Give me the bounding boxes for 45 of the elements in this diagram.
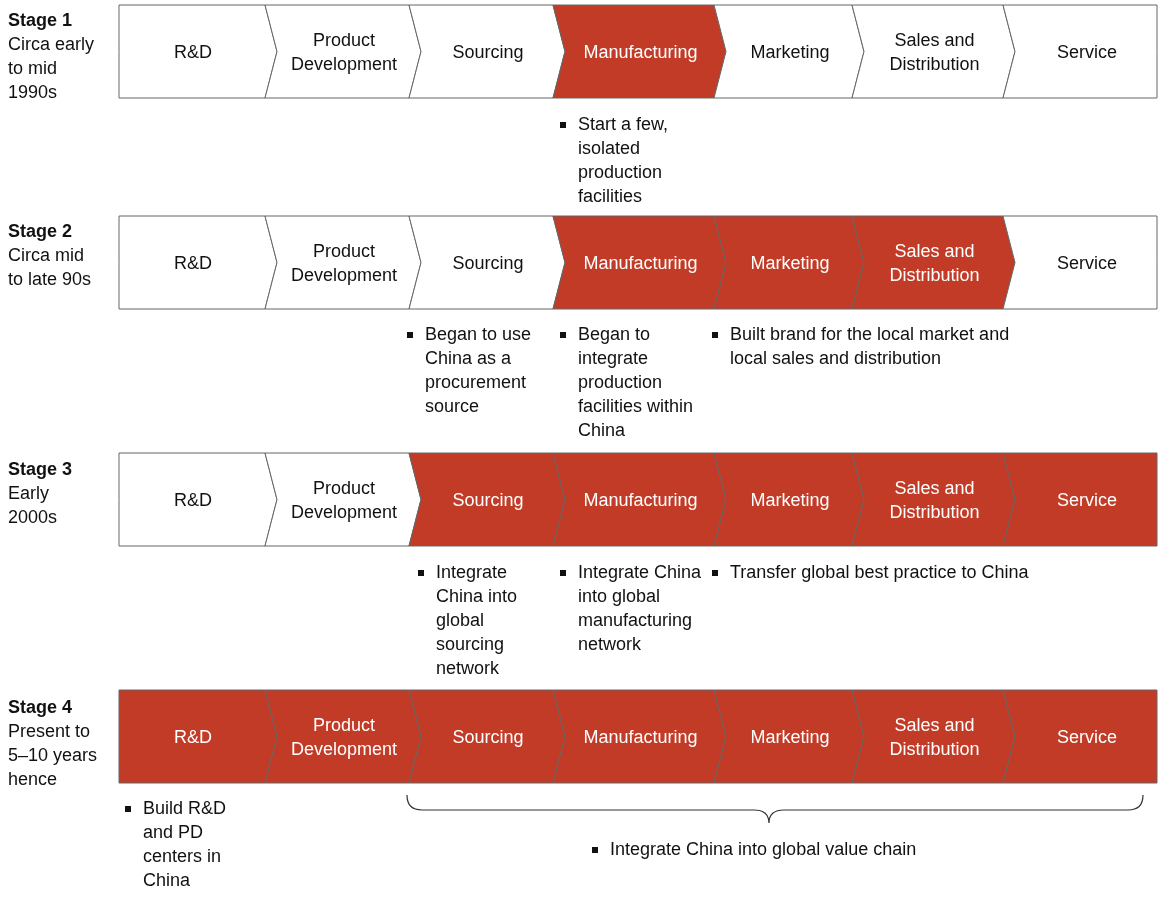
- chevron-step: Sales and Distribution: [852, 216, 1015, 309]
- bullet-note: Built brand for the local market and local sales and distribution: [730, 323, 1011, 370]
- period-text: Early 2000s: [8, 482, 59, 529]
- chevron-step: Marketing: [714, 690, 864, 783]
- bullet-note: Began to integrate production facilities within China: [578, 323, 695, 442]
- period-text: Circa early to mid 1990s: [8, 33, 96, 104]
- chevron-step: Sales and Distribution: [852, 453, 1015, 546]
- chevron-step: Service: [1003, 453, 1157, 546]
- bullet-note: Began to use China as a procurement source: [425, 323, 533, 418]
- chevron-step: Service: [1003, 690, 1157, 783]
- chevron-step: Sourcing: [409, 453, 565, 546]
- chevron-step: Service: [1003, 5, 1157, 98]
- chevron-step: R&D: [119, 690, 277, 783]
- bullet-note: Integrate China into global value chain: [610, 838, 918, 861]
- chevron-step: R&D: [119, 453, 277, 546]
- bullet-note: Start a few, isolated production facilities: [578, 113, 670, 208]
- chevron-step: Marketing: [714, 5, 864, 98]
- chevron-step: Manufacturing: [553, 216, 726, 309]
- chevron-step: Service: [1003, 216, 1157, 309]
- chevron-step: Sales and Distribution: [852, 690, 1015, 783]
- chevron-step: Sourcing: [409, 690, 565, 783]
- chevron-step: R&D: [119, 216, 277, 309]
- chevron-step: Marketing: [714, 216, 864, 309]
- chevron-step: Sales and Distribution: [852, 5, 1015, 98]
- bullet-note: Build R&D and PD centers in China: [143, 797, 228, 892]
- period-text: Present to 5–10 years hence: [8, 720, 99, 791]
- period-text: Circa mid to late 90s: [8, 244, 93, 291]
- chevron-step: Manufacturing: [553, 690, 726, 783]
- stage-heading: Stage 2: [8, 220, 74, 243]
- bullet-note: Transfer global best practice to China: [730, 561, 1030, 584]
- chevron-step: R&D: [119, 5, 277, 98]
- bullet-note: Integrate China into global sourcing network: [436, 561, 519, 680]
- bullet-note: Integrate China into global manufacturing network: [578, 561, 703, 656]
- chevron-step: Product Development: [265, 216, 421, 309]
- chevron-step: Marketing: [714, 453, 864, 546]
- chevron-step: Sourcing: [409, 216, 565, 309]
- chevron-step: Manufacturing: [553, 453, 726, 546]
- stage-heading: Stage 4: [8, 696, 74, 719]
- chevron-step: Manufacturing: [553, 5, 726, 98]
- chevron-step: Product Development: [265, 690, 421, 783]
- chevron-step: Product Development: [265, 5, 421, 98]
- stage-heading: Stage 1: [8, 9, 74, 32]
- chevron-step: Product Development: [265, 453, 421, 546]
- chevron-step: Sourcing: [409, 5, 565, 98]
- stage-heading: Stage 3: [8, 458, 74, 481]
